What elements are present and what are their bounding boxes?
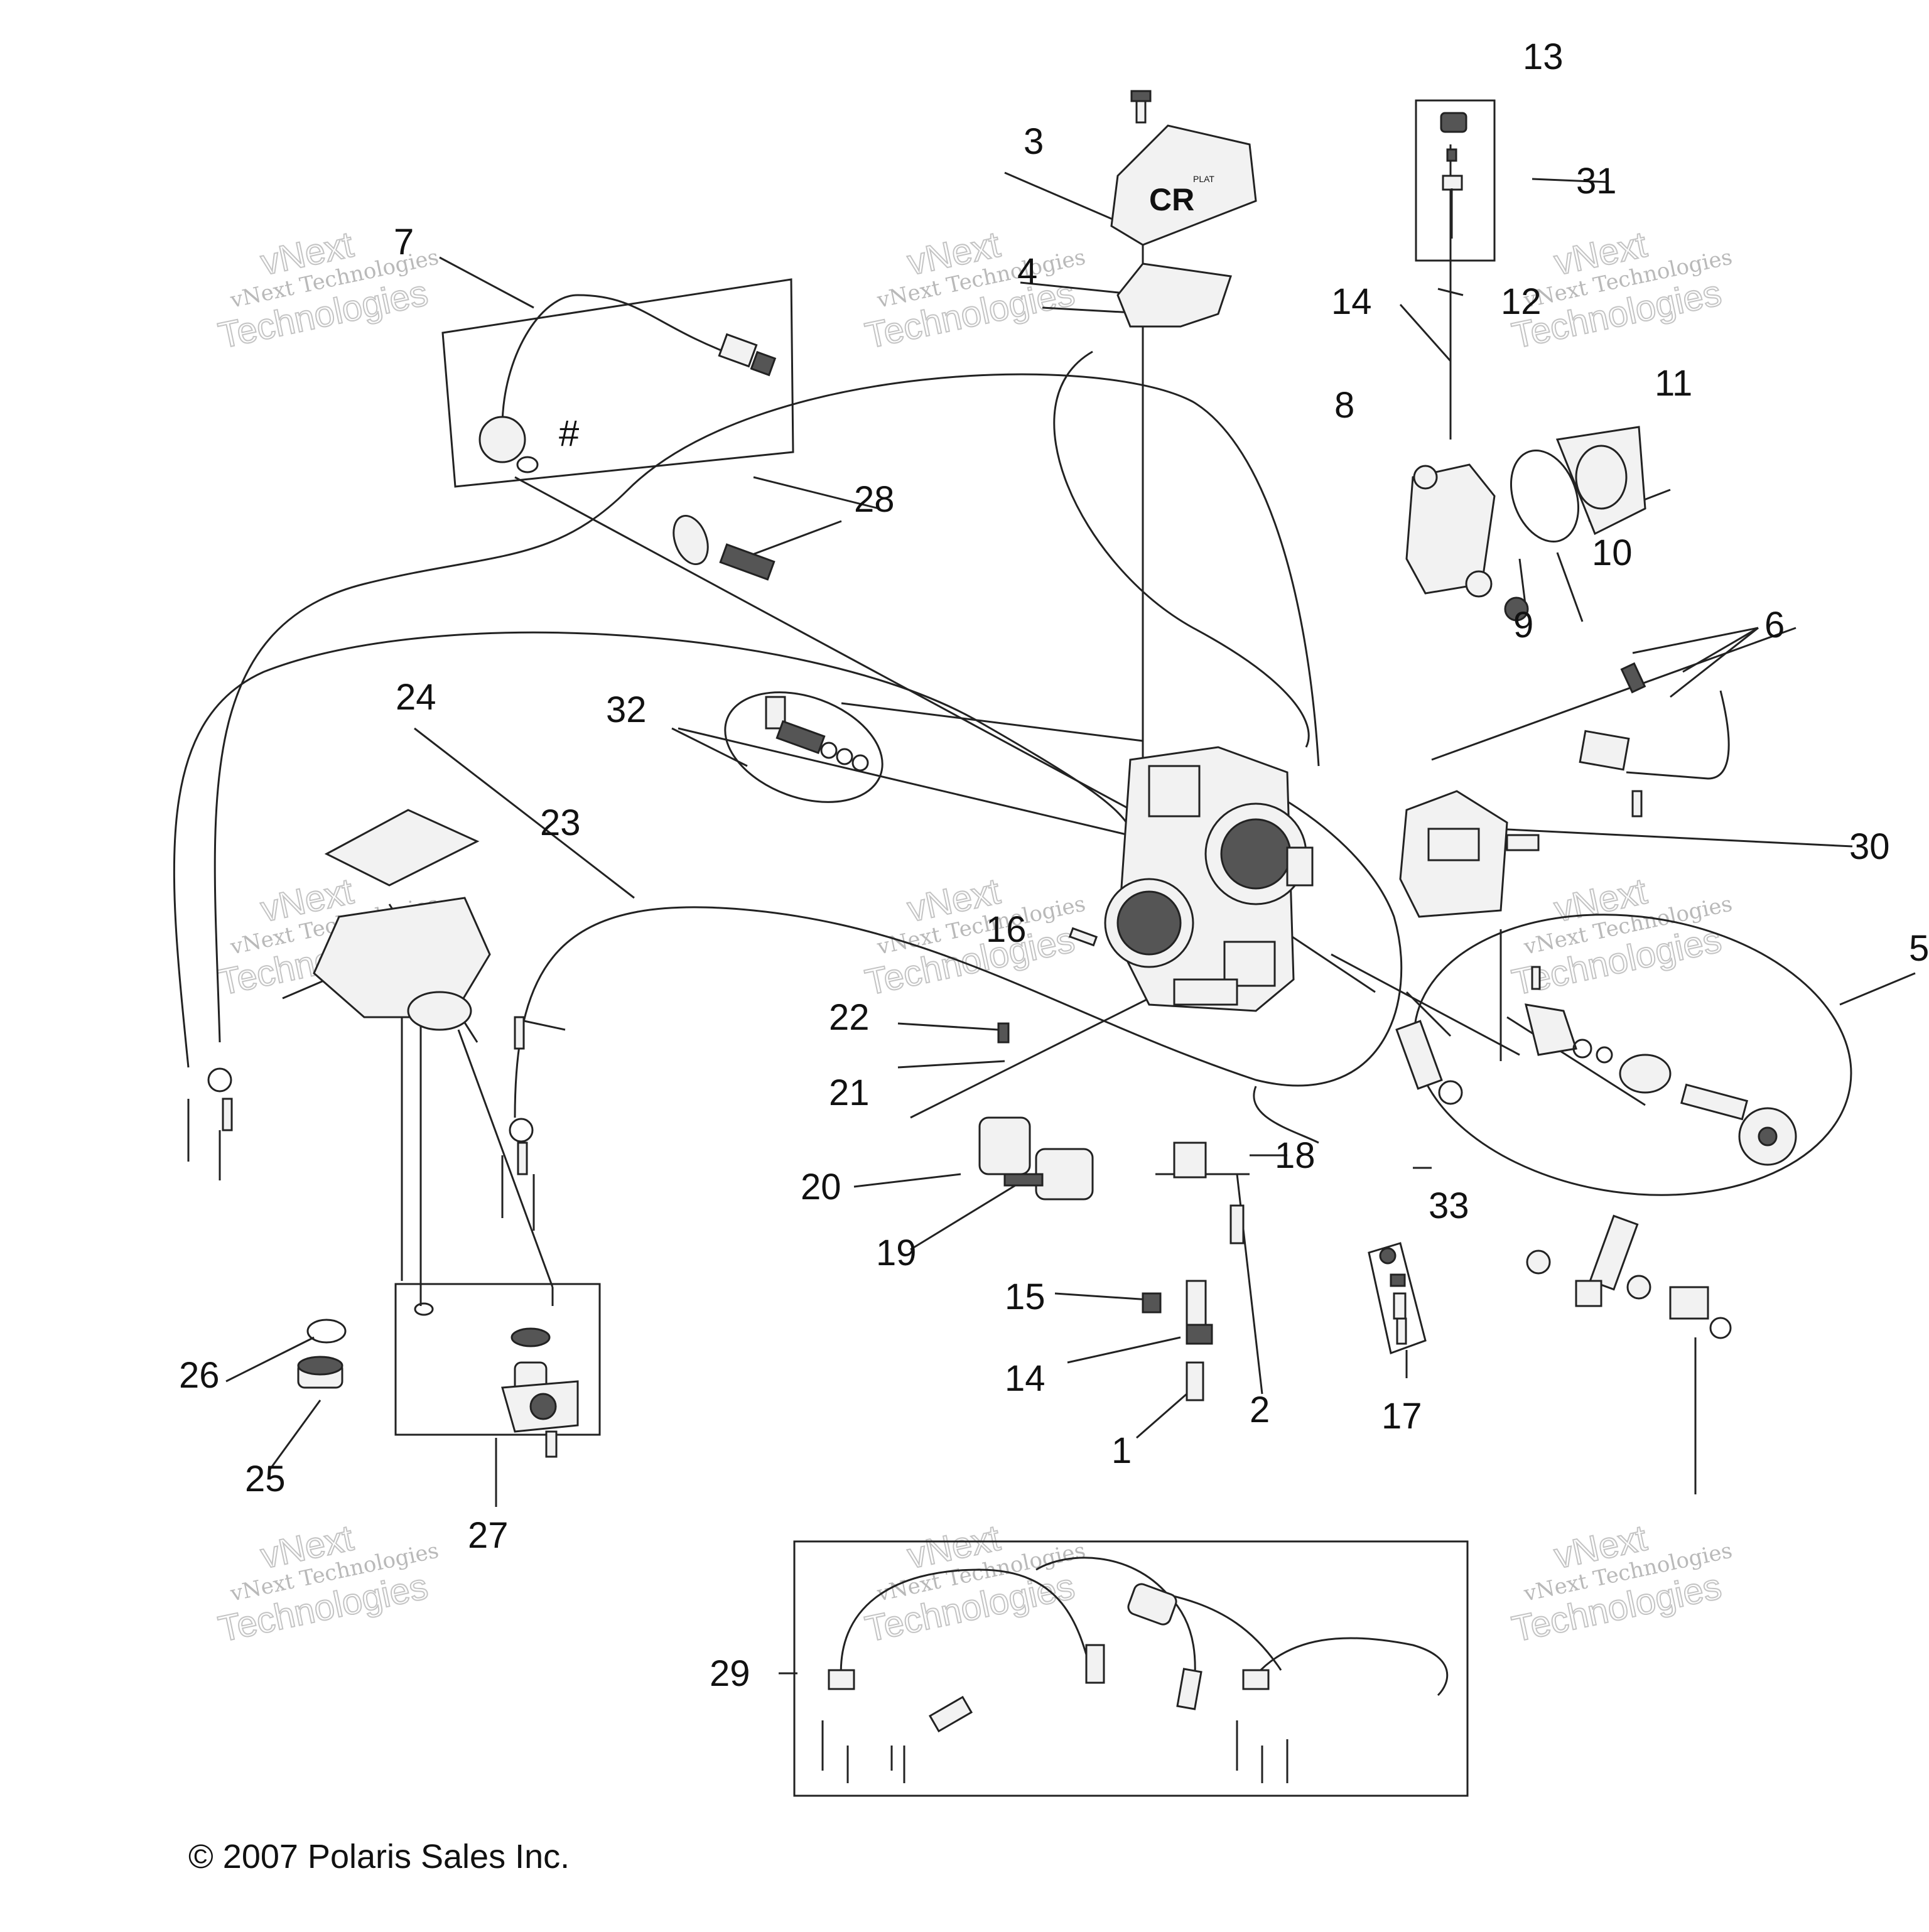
callout-9: 9 [1513, 605, 1533, 645]
callout-5: 5 [1909, 928, 1929, 969]
callout-16: 16 [986, 909, 1027, 950]
callout-15: 15 [1005, 1276, 1046, 1317]
callout-14-upper: 14 [1331, 281, 1372, 322]
choke-shaft-parts [1526, 1214, 1732, 1494]
vent-hose-kit-box [793, 1540, 1469, 1797]
callout-29: 29 [710, 1653, 750, 1694]
top-cover: CR PLAT [1110, 90, 1257, 328]
callout-8: 8 [1334, 385, 1354, 426]
carburetor-body [1104, 746, 1314, 1012]
svg-text:PLAT: PLAT [1193, 174, 1214, 184]
callout-33: 33 [1429, 1185, 1469, 1226]
callout-11: 11 [1655, 363, 1692, 404]
callout-22: 22 [829, 997, 870, 1038]
watermark: vNext vNext Technologies Technologies [861, 870, 1088, 1004]
callout-12: 12 [1501, 281, 1542, 322]
callout-14-lower: 14 [1005, 1358, 1046, 1399]
jet-group [1142, 1141, 1245, 1401]
float-bowl [313, 809, 525, 1050]
choke-plunger [673, 514, 775, 581]
callout-10: 10 [1592, 532, 1633, 573]
diaphragm-cover-group [1405, 288, 1646, 622]
accelerator-pump-box [394, 1283, 601, 1458]
callout-18: 18 [1275, 1135, 1316, 1176]
drain-fitting [1395, 1020, 1463, 1105]
throttle-cover [1399, 790, 1540, 918]
drain-plug [297, 1319, 347, 1389]
copyright-notice: © 2007 Polaris Sales Inc. [188, 1838, 570, 1875]
callout-20: 20 [801, 1167, 841, 1207]
fuel-inlet-assembly [724, 691, 883, 803]
callout-31: 31 [1576, 161, 1617, 202]
watermark: vNext vNext Technologies Technologies [861, 224, 1088, 357]
callout-3: 3 [1024, 121, 1044, 162]
callout-30: 30 [1849, 826, 1890, 867]
callout-6: 6 [1764, 605, 1785, 645]
jet-needle-kit-box [1415, 99, 1496, 262]
callout-24: 24 [396, 677, 436, 718]
watermark: vNext vNext Technologies Technologies [861, 1517, 1088, 1651]
callout-hash: # [559, 413, 579, 454]
svg-text:CR: CR [1149, 182, 1194, 217]
callout-7: 7 [394, 222, 414, 262]
callout-27: 27 [468, 1515, 509, 1556]
callout-1: 1 [1111, 1430, 1132, 1471]
callout-4: 4 [1017, 251, 1037, 292]
float-assembly [978, 1022, 1094, 1201]
callout-2: 2 [1250, 1390, 1270, 1430]
tps-harness-box [441, 278, 794, 488]
callout-28: 28 [854, 479, 895, 520]
callout-21: 21 [829, 1072, 870, 1113]
callout-labels: 1 2 3 4 5 6 7 8 9 10 11 12 13 14 14 15 1… [179, 36, 1929, 1694]
callout-17: 17 [1381, 1396, 1422, 1437]
pilot-screw-box [1368, 1242, 1427, 1354]
hose-clamps [187, 1067, 535, 1231]
callout-23: 23 [540, 802, 581, 843]
watermark: vNext vNext Technologies Technologies [214, 1517, 441, 1651]
callout-19: 19 [876, 1233, 917, 1273]
tps-linkage [1579, 662, 1730, 818]
callout-26: 26 [179, 1355, 220, 1396]
enrichener-assembly [1413, 914, 1852, 1196]
callout-32: 32 [606, 689, 647, 730]
watermark: vNext vNext Technologies Technologies [1508, 1517, 1734, 1651]
vent-hoses [173, 350, 1403, 1144]
callout-25: 25 [245, 1459, 286, 1499]
idle-screw [1068, 927, 1098, 947]
callout-13: 13 [1523, 36, 1564, 77]
